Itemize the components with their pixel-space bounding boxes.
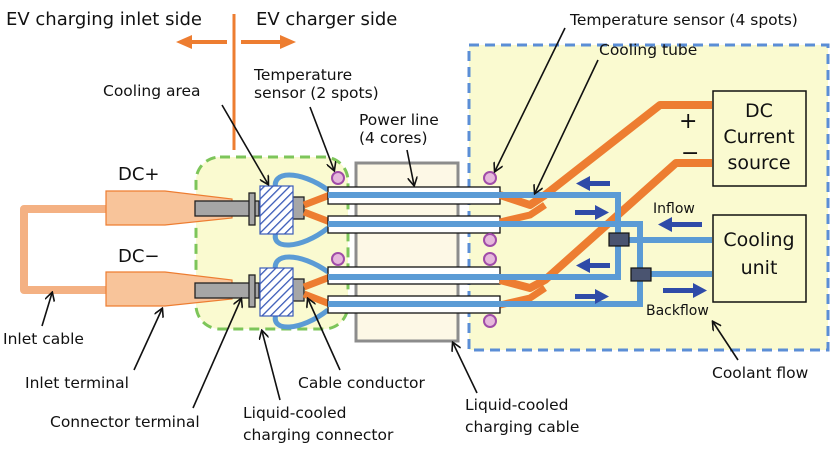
dc-minus-label: DC−: [118, 246, 160, 267]
inlet-terminal-label: Inlet terminal: [25, 374, 129, 392]
power-line-label-2: (4 cores): [359, 129, 428, 147]
inlet-side-arrow-icon: [176, 35, 227, 49]
leader-connector-terminal: [192, 299, 241, 409]
dc-current-source-box: [712, 90, 807, 187]
flow-arrow-right-icon: [575, 205, 609, 220]
connector-terminal-minus: [194, 282, 260, 299]
cooling-loop-minus: [272, 254, 330, 330]
temp-sensor-2-label-2: sensor (2 spots): [254, 84, 379, 102]
cooling-tube-2: [328, 221, 643, 307]
tube-junction-2: [630, 267, 652, 282]
conductor-stub-minus: [291, 278, 305, 302]
leader-temp-sensor-4: [495, 27, 566, 171]
inflow-arrow-icon: [658, 217, 702, 232]
leader-temp-sensor-2: [309, 106, 334, 170]
leader-charging-cable: [453, 343, 478, 394]
leader-cooling-tube: [535, 59, 599, 193]
dc-source-label-3: source: [727, 152, 790, 174]
inlet-side-title: EV charging inlet side: [6, 9, 202, 30]
connector-flange-minus: [248, 274, 256, 308]
connector-flange-plus: [248, 192, 256, 226]
power-line-positive-fork: [499, 202, 547, 226]
cable-name-label-1: Liquid-cooled: [465, 396, 569, 414]
cooling-unit-box: [712, 214, 807, 303]
cooling-unit-label-2: unit: [741, 257, 778, 279]
leader-power-line: [406, 149, 414, 185]
leader-inlet-terminal: [133, 309, 162, 371]
leader-cooling-area: [221, 104, 268, 184]
power-line-label-1: Power line: [359, 111, 439, 129]
cable-conductor-minus: [302, 273, 332, 308]
cooling-area-block-plus: [259, 185, 294, 235]
flow-arrow-left-icon: [576, 176, 610, 191]
dc-plus-label: DC+: [118, 164, 160, 185]
leader-coolant-flow: [713, 322, 739, 361]
cooling-unit-label-1: Cooling: [723, 229, 794, 251]
positive-sign: +: [679, 109, 697, 134]
flow-arrow-left-icon: [576, 258, 610, 273]
backflow-label: Backflow: [646, 303, 709, 319]
temp-sensor-connector-2: [331, 252, 345, 266]
negative-sign: −: [681, 141, 699, 166]
tube-junction-1: [608, 232, 630, 247]
backflow-arrow-icon: [663, 283, 707, 298]
cooling-area-label: Cooling area: [103, 82, 201, 100]
cooling-loop-plus: [272, 172, 330, 248]
cooling-tube-label: Cooling tube: [599, 41, 697, 59]
temperature-sensors: [331, 171, 497, 328]
temp-sensor-cable-1: [483, 171, 497, 185]
temp-sensor-cable-3: [483, 252, 497, 266]
inlet-cable: [20, 205, 108, 294]
connector-terminal-plus: [194, 200, 260, 217]
cable-conductor-plus: [302, 191, 332, 226]
connector-terminal-label: Connector terminal: [50, 413, 200, 431]
temp-sensor-cable-2: [483, 233, 497, 247]
charger-side-title: EV charger side: [256, 9, 397, 30]
dc-source-label-1: DC: [745, 100, 773, 122]
flow-arrow-right-icon: [575, 289, 609, 304]
connector-name-label-1: Liquid-cooled: [243, 404, 347, 422]
coolant-flow-label: Coolant flow: [712, 364, 809, 382]
inflow-label: Inflow: [653, 201, 695, 217]
connector-name-label-2: charging connector: [243, 426, 394, 444]
flow-arrows: [575, 176, 707, 304]
cable-conductor-label: Cable conductor: [298, 374, 426, 392]
inlet-cable-label: Inlet cable: [3, 330, 84, 348]
leader-cable-conductor: [308, 299, 341, 371]
temp-sensor-cable-4: [483, 314, 497, 328]
temp-sensor-4-label: Temperature sensor (4 spots): [569, 11, 798, 29]
dc-source-label-2: Current: [723, 126, 794, 148]
cooling-area-block-minus: [259, 267, 294, 317]
temp-sensor-connector-1: [331, 171, 345, 185]
leader-lines: [41, 27, 739, 409]
leader-charging-connector: [262, 331, 281, 401]
cable-name-label-2: charging cable: [465, 418, 579, 436]
charger-side-arrow-icon: [241, 35, 296, 49]
temp-sensor-2-label-1: Temperature: [253, 66, 352, 84]
leader-inlet-cable: [41, 293, 52, 327]
conductor-stub-plus: [291, 196, 305, 220]
